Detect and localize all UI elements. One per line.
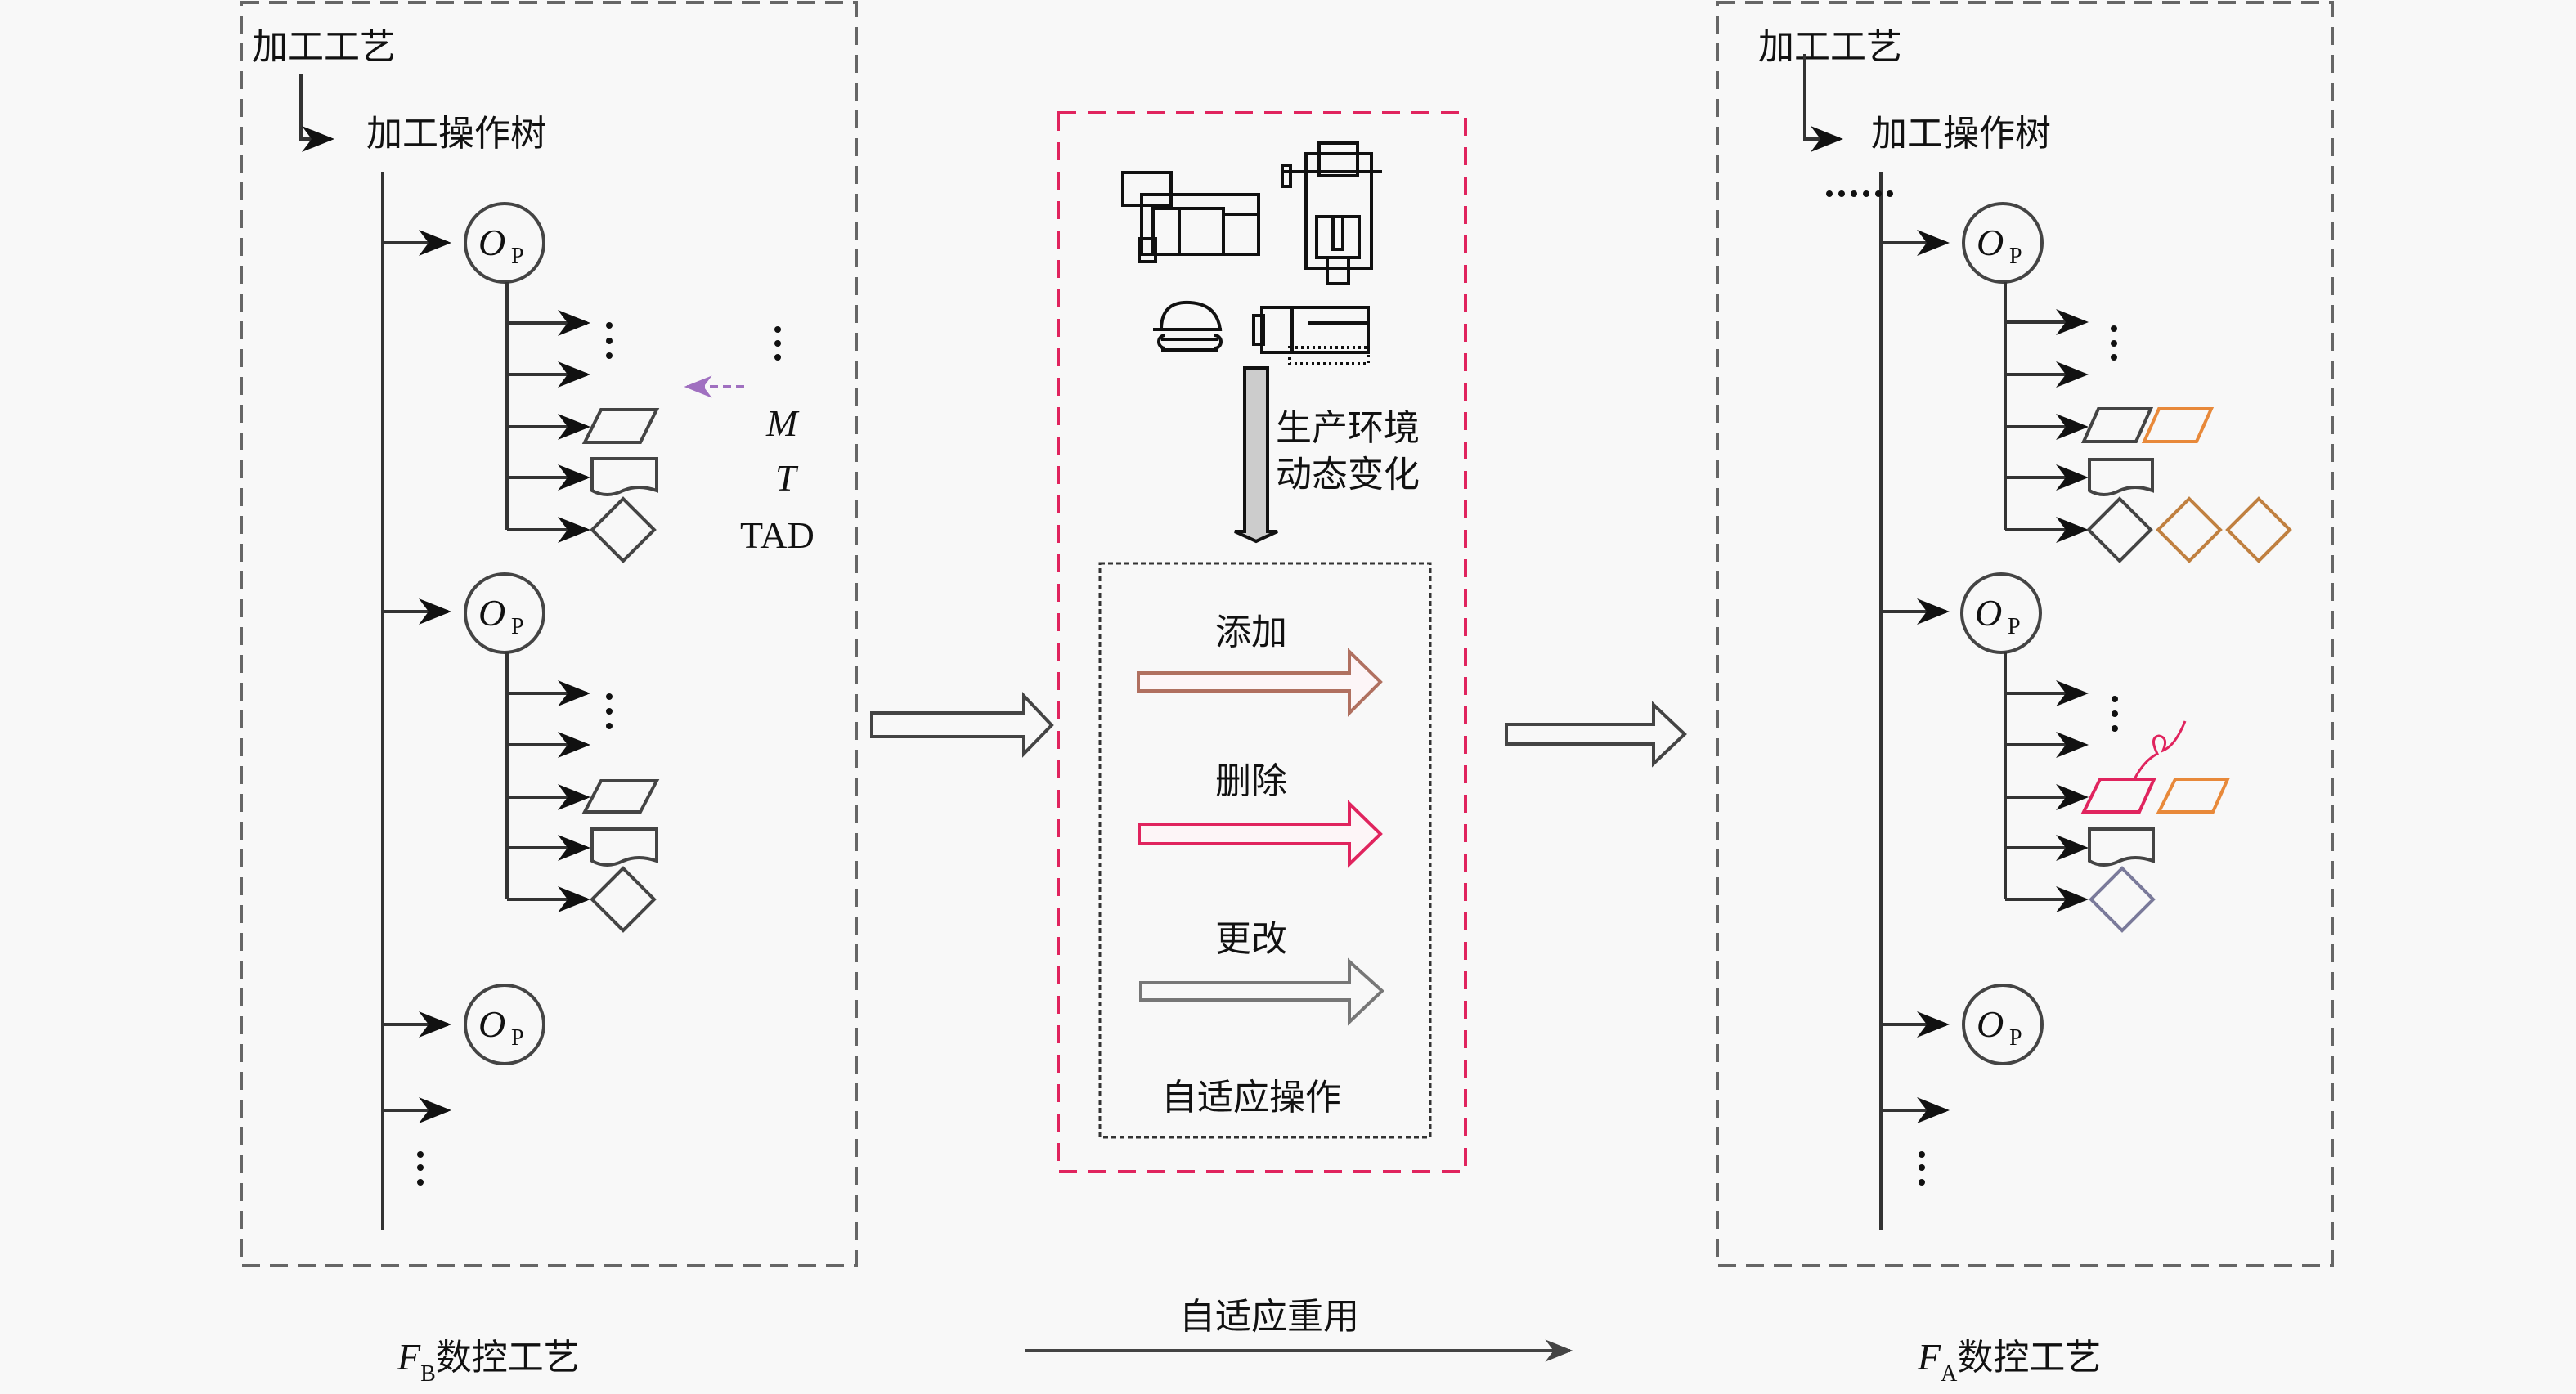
drilling-machine-icon <box>1281 141 1382 285</box>
operation-delete: 删除 <box>1138 760 1383 868</box>
change-arrow-icon <box>1139 957 1384 1026</box>
tool-document-icon <box>2088 458 2154 496</box>
ellipsis-icon <box>606 322 613 359</box>
after-tree-label: 加工操作树 <box>1871 113 2051 155</box>
ellipsis-icon <box>606 693 613 729</box>
node-label-sub: P <box>511 244 524 269</box>
adaptive-operations-box <box>1098 562 1432 1139</box>
node-label: O <box>478 592 505 634</box>
tad-diamond-icon <box>2086 496 2153 563</box>
legend-t-label: T <box>775 457 799 499</box>
operation-node: O P <box>464 202 545 284</box>
bottom-flow-label: 自适应重用 <box>1179 1296 1359 1338</box>
transition-arrow-right <box>1505 701 1687 768</box>
tool-document-icon <box>590 457 658 496</box>
delete-scribble-icon <box>2133 720 2187 780</box>
legend-tad-label: TAD <box>740 514 815 556</box>
tad-diamond-icon <box>590 866 657 933</box>
node-label: O <box>478 222 505 263</box>
operation-add-label: 添加 <box>1215 612 1287 653</box>
node-label: O <box>1977 222 2004 263</box>
before-tree-label: 加工操作树 <box>366 113 546 155</box>
transition-arrow-left <box>870 691 1054 758</box>
node-label-sub: P <box>2009 1025 2022 1051</box>
ellipsis-icon <box>417 1151 424 1186</box>
ellipsis-icon <box>2111 325 2117 361</box>
added-tad-diamond-icon <box>2156 496 2223 563</box>
added-machine-parallelogram-icon <box>2156 778 2231 814</box>
env-change-label-line1: 生产环境 <box>1276 407 1420 449</box>
after-root-label: 加工工艺 <box>1758 26 1902 68</box>
machine-parallelogram-icon <box>581 779 660 814</box>
added-tad-diamond-icon <box>2225 496 2292 563</box>
node-label-sub: P <box>511 1025 524 1051</box>
operation-node: O P <box>464 984 545 1065</box>
before-root-label: 加工工艺 <box>252 26 396 68</box>
after-panel-frame <box>1716 1 2334 1267</box>
operation-change: 更改 <box>1139 918 1384 1026</box>
machine-parallelogram-icon <box>2080 407 2154 443</box>
operation-node: O P <box>1962 202 2044 284</box>
operation-node: O P <box>464 572 545 654</box>
node-label: O <box>1975 592 2002 634</box>
legend-ellipsis-icon <box>774 326 781 361</box>
before-panel-frame <box>240 1 858 1267</box>
changed-tad-diamond-icon <box>2089 866 2156 933</box>
adaptation-panel: 生产环境 动态变化 添加 删除 更改 自适应操作 <box>1057 111 1467 1173</box>
machine-parallelogram-icon <box>581 408 660 444</box>
operation-change-label: 更改 <box>1215 918 1287 960</box>
added-machine-parallelogram-icon <box>2141 407 2215 443</box>
after-caption: FA数控工艺 <box>1917 1336 2101 1387</box>
add-arrow-icon <box>1137 648 1383 717</box>
ellipsis-icon <box>1919 1151 1925 1186</box>
ellipsis-icon <box>2112 696 2118 732</box>
milling-machine-icon <box>1252 306 1370 365</box>
before-panel: 加工工艺 加工操作树 O P M T TAD O P <box>240 1 858 1387</box>
env-change-label-line2: 动态变化 <box>1276 454 1420 495</box>
root-to-tree-arrow <box>1803 54 1843 152</box>
legend-m-label: M <box>765 402 800 444</box>
operation-add: 添加 <box>1137 612 1383 717</box>
adaptive-operations-title: 自适应操作 <box>1161 1077 1341 1118</box>
env-change-arrow <box>1234 366 1278 544</box>
leading-ellipsis-icon <box>1826 190 1893 197</box>
node-label: O <box>1977 1003 2004 1045</box>
node-label-sub: P <box>2008 614 2021 639</box>
delete-arrow-icon <box>1138 800 1383 868</box>
operation-delete-label: 删除 <box>1215 760 1287 802</box>
operation-node: O P <box>1960 572 2042 654</box>
before-caption: FB数控工艺 <box>397 1336 580 1387</box>
lathe-machine-icon <box>1121 171 1260 263</box>
tad-diamond-icon <box>590 496 657 563</box>
after-panel: 加工工艺 加工操作树 O P O P <box>1716 1 2334 1387</box>
tool-document-icon <box>2088 827 2155 867</box>
node-label: O <box>478 1003 505 1045</box>
node-label-sub: P <box>2009 244 2022 269</box>
tool-document-icon <box>590 827 658 867</box>
node-label-sub: P <box>511 614 524 639</box>
operation-node: O P <box>1962 984 2044 1065</box>
root-to-tree-arrow <box>299 74 334 152</box>
worker-tools-icon <box>1153 300 1223 352</box>
deleted-machine-parallelogram-icon <box>2080 778 2157 814</box>
